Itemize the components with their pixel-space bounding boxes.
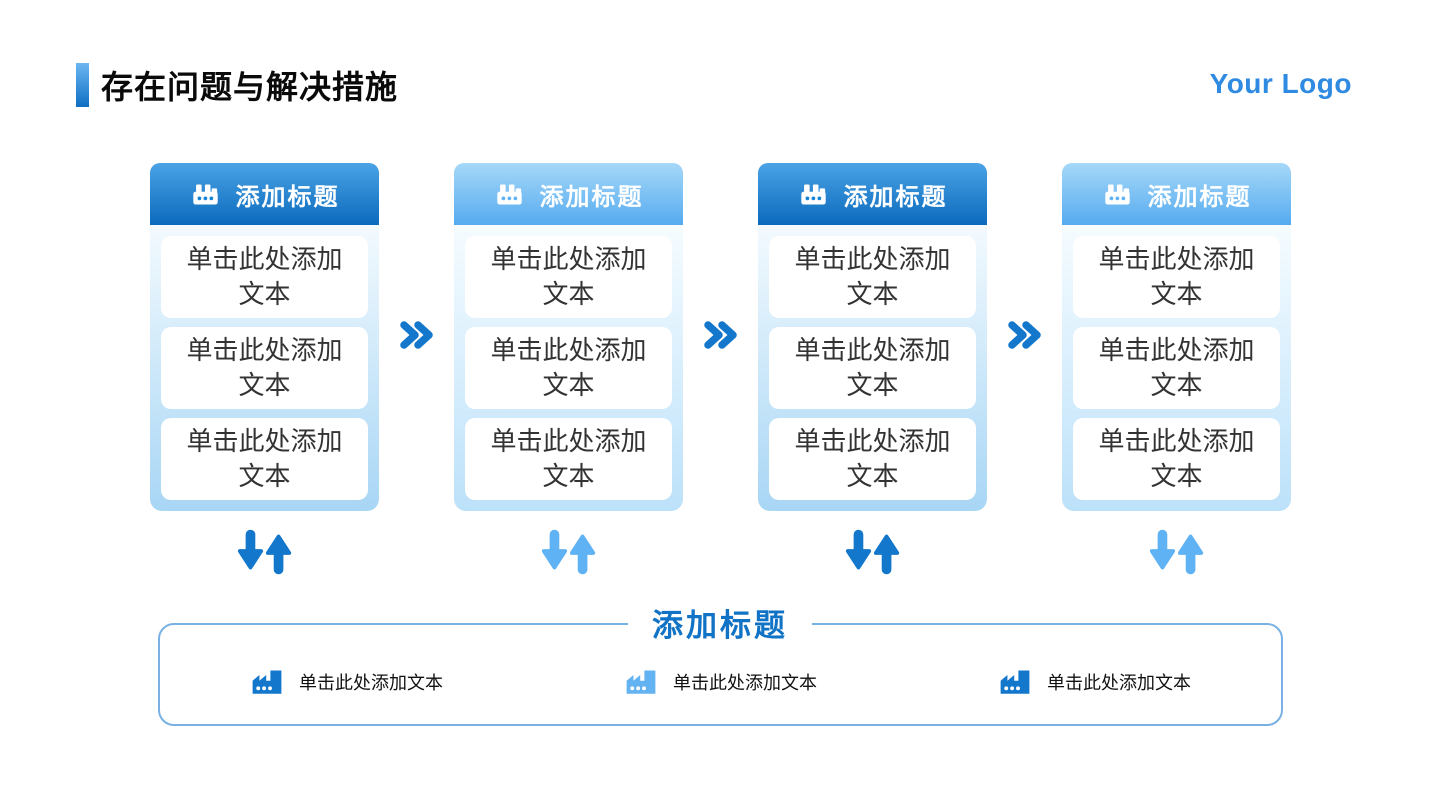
text-placeholder-card[interactable]: 单击此处添加文本 — [161, 418, 368, 500]
page-title: 存在问题与解决措施 — [101, 69, 399, 105]
text-placeholder-card[interactable]: 单击此处添加文本 — [465, 236, 672, 318]
swap-arrows-icon — [845, 529, 899, 575]
column-title: 添加标题 — [539, 183, 644, 211]
double-chevron-icon — [703, 321, 737, 349]
factory-icon — [252, 669, 282, 694]
factory-icon — [1104, 184, 1130, 204]
title-block: 存在问题与解决措施 — [76, 62, 398, 108]
text-placeholder-card[interactable]: 单击此处添加文本 — [161, 236, 368, 318]
spacer — [683, 526, 758, 578]
summary-item-2[interactable]: 单击此处添加文本 — [624, 666, 817, 698]
column-body-2: 单击此处添加文本 单击此处添加文本 单击此处添加文本 — [454, 225, 683, 511]
summary-item-text: 单击此处添加文本 — [299, 672, 443, 693]
column-header-3[interactable]: 添加标题 — [758, 163, 987, 225]
swap-arrows-icon — [237, 529, 291, 575]
text-placeholder-card[interactable]: 单击此处添加文本 — [1073, 236, 1280, 318]
process-column-1: 添加标题 单击此处添加文本 单击此处添加文本 单击此处添加文本 — [150, 163, 379, 511]
text-placeholder-card[interactable]: 单击此处添加文本 — [769, 236, 976, 318]
summary-title-row: 添加标题 — [0, 605, 1440, 647]
factory-icon — [1000, 669, 1030, 694]
summary-title[interactable]: 添加标题 — [628, 605, 812, 647]
double-chevron-icon — [399, 321, 433, 349]
swap-arrows-icon — [541, 529, 595, 575]
text-placeholder-card[interactable]: 单击此处添加文本 — [161, 327, 368, 409]
summary-item-text: 单击此处添加文本 — [1047, 672, 1191, 693]
swap-arrows-icon — [1149, 529, 1203, 575]
connector-cell — [987, 163, 1062, 511]
connector-cell — [683, 163, 758, 511]
factory-icon — [192, 184, 218, 204]
process-column-4: 添加标题 单击此处添加文本 单击此处添加文本 单击此处添加文本 — [1062, 163, 1291, 511]
arrows-row — [150, 526, 1291, 578]
text-placeholder-card[interactable]: 单击此处添加文本 — [769, 327, 976, 409]
text-placeholder-card[interactable]: 单击此处添加文本 — [465, 327, 672, 409]
summary-item-3[interactable]: 单击此处添加文本 — [998, 666, 1191, 698]
column-header-1[interactable]: 添加标题 — [150, 163, 379, 225]
column-header-4[interactable]: 添加标题 — [1062, 163, 1291, 225]
text-placeholder-card[interactable]: 单击此处添加文本 — [1073, 327, 1280, 409]
columns-row: 添加标题 单击此处添加文本 单击此处添加文本 单击此处添加文本 添加标题 — [150, 163, 1291, 511]
connector-cell — [379, 163, 454, 511]
process-column-3: 添加标题 单击此处添加文本 单击此处添加文本 单击此处添加文本 — [758, 163, 987, 511]
text-placeholder-card[interactable]: 单击此处添加文本 — [769, 418, 976, 500]
logo-text: Your Logo — [1209, 68, 1352, 99]
column-body-1: 单击此处添加文本 单击此处添加文本 单击此处添加文本 — [150, 225, 379, 511]
factory-icon — [800, 184, 826, 204]
text-placeholder-card[interactable]: 单击此处添加文本 — [1073, 418, 1280, 500]
column-header-2[interactable]: 添加标题 — [454, 163, 683, 225]
title-accent-bar — [76, 63, 89, 107]
factory-icon — [626, 669, 656, 694]
arrow-cell — [454, 526, 683, 578]
column-body-4: 单击此处添加文本 单击此处添加文本 单击此处添加文本 — [1062, 225, 1291, 511]
summary-item-1[interactable]: 单击此处添加文本 — [250, 666, 443, 698]
spacer — [379, 526, 454, 578]
arrow-cell — [758, 526, 987, 578]
process-column-2: 添加标题 单击此处添加文本 单击此处添加文本 单击此处添加文本 — [454, 163, 683, 511]
text-placeholder-card[interactable]: 单击此处添加文本 — [465, 418, 672, 500]
double-chevron-icon — [1007, 321, 1041, 349]
column-title: 添加标题 — [1147, 183, 1252, 211]
arrow-cell — [1062, 526, 1291, 578]
column-title: 添加标题 — [235, 183, 340, 211]
factory-icon — [496, 184, 522, 204]
arrow-cell — [150, 526, 379, 578]
column-title: 添加标题 — [843, 183, 948, 211]
spacer — [987, 526, 1062, 578]
column-body-3: 单击此处添加文本 单击此处添加文本 单击此处添加文本 — [758, 225, 987, 511]
summary-item-text: 单击此处添加文本 — [673, 672, 817, 693]
